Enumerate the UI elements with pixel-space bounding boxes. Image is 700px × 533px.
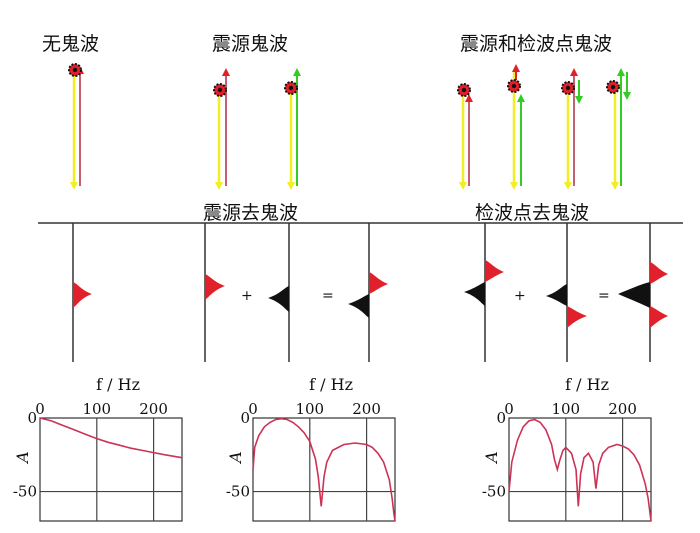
spectrum-line: [39, 417, 183, 459]
x-tick-label: 100: [82, 400, 111, 418]
section-title-receiver-deghosting: 检波点去鬼波: [475, 202, 589, 224]
spectrum-chart-1: 0 100 200 0 -50 f / Hz A: [13, 375, 183, 522]
x-tick-label: 200: [608, 400, 637, 418]
primary-pulse: [369, 272, 388, 294]
x-axis-label: f / Hz: [565, 375, 609, 394]
ghost-pulse: [348, 294, 369, 318]
scenario-title-no-ghost: 无鬼波: [42, 33, 99, 55]
plus-operator: +: [514, 288, 526, 304]
source-icon: [68, 63, 82, 77]
raypath-both-ghost-1: [457, 83, 473, 190]
raypath-no-ghost: [68, 63, 84, 190]
x-tick-label: 0: [35, 400, 45, 418]
primary-pulse: [567, 306, 587, 328]
x-axis-label: f / Hz: [96, 375, 140, 394]
raypath-source-ghost-1: [213, 68, 230, 190]
scenario-title-source-receiver-ghost: 震源和检波点鬼波: [460, 33, 612, 55]
x-axis-label: f / Hz: [309, 375, 353, 394]
raypath-source-ghost-2: [284, 68, 301, 190]
chart-frame: [252, 417, 396, 522]
ghost-pulse: [464, 282, 485, 306]
ghost-pulse: [546, 284, 567, 306]
section-title-source-deghosting: 震源去鬼波: [203, 202, 298, 224]
x-tick-label: 200: [352, 400, 381, 418]
plus-operator: +: [241, 288, 253, 304]
source-icon: [213, 83, 227, 97]
source-icon: [284, 81, 298, 95]
ghost-pulse: [618, 282, 650, 308]
y-axis-label: A: [13, 451, 32, 465]
wavelet-panel: + = + =: [72, 223, 668, 362]
x-tick-label: 0: [248, 400, 258, 418]
x-tick-label: 100: [295, 400, 324, 418]
chart-frame: [508, 417, 652, 522]
y-tick-label: -50: [482, 483, 506, 501]
spectrum-line: [252, 417, 396, 522]
chart-frame: [39, 417, 183, 522]
y-tick-label: 0: [240, 409, 250, 427]
raypath-both-ghost-4: [606, 68, 631, 190]
raypath-both-ghost-2: [507, 64, 525, 190]
x-tick-label: 100: [551, 400, 580, 418]
source-icon: [457, 83, 471, 97]
spectrum-line: [508, 418, 652, 522]
x-tick-label: 0: [504, 400, 514, 418]
scenario-title-source-ghost: 震源鬼波: [212, 33, 288, 55]
spectrum-chart-3: 0 100 200 0 -50 f / Hz A: [482, 375, 652, 522]
y-tick-label: -50: [13, 483, 37, 501]
primary-pulse: [73, 282, 92, 308]
source-icon: [606, 80, 620, 94]
primary-pulse: [485, 260, 504, 282]
equals-operator: =: [598, 288, 610, 304]
primary-pulse: [650, 306, 668, 328]
y-tick-label: 0: [27, 409, 37, 427]
y-tick-label: 0: [496, 409, 506, 427]
source-icon: [561, 81, 575, 95]
equals-operator: =: [322, 288, 334, 304]
x-tick-label: 200: [139, 400, 168, 418]
y-axis-label: A: [226, 451, 245, 465]
primary-pulse: [205, 274, 225, 300]
amplitude-spectra: 0 100 200 0 -50 f / Hz A 0 100 200 0 -50 f / Hz A 0 100…: [13, 375, 652, 522]
source-icon: [507, 79, 521, 93]
ghost-pulse: [268, 286, 289, 312]
y-tick-label: -50: [226, 483, 250, 501]
raypath-both-ghost-3: [561, 68, 583, 190]
spectrum-chart-2: 0 100 200 0 -50 f / Hz A: [226, 375, 396, 522]
y-axis-label: A: [482, 451, 501, 465]
primary-pulse: [650, 262, 668, 284]
